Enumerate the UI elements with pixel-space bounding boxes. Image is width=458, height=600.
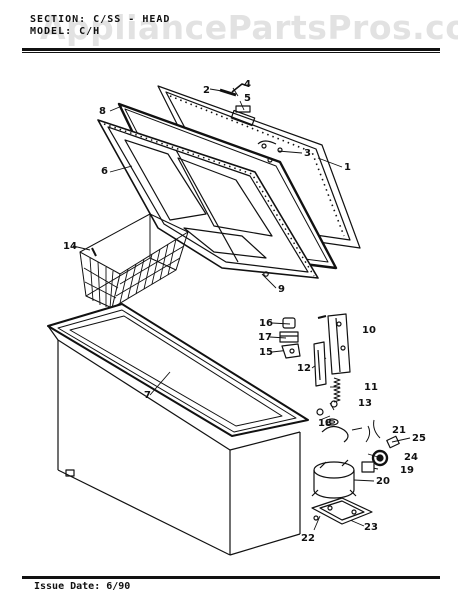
- callout-9: 9: [278, 284, 285, 295]
- compressor-part: [311, 459, 357, 499]
- base-plate-part: [311, 497, 373, 525]
- fan-assembly: [361, 449, 389, 473]
- issue-date: Issue Date: 6/90: [34, 581, 131, 592]
- lid-liner-part: [97, 119, 319, 279]
- callout-7: 7: [144, 390, 151, 401]
- callout-15: 15: [259, 347, 273, 358]
- callout-3: 3: [304, 148, 311, 159]
- callout-1: 1: [344, 162, 351, 173]
- callout-24: 24: [404, 452, 418, 463]
- callout-25: 25: [412, 433, 426, 444]
- callout-4: 4: [244, 79, 251, 90]
- washer-part: [330, 400, 338, 408]
- section-title: SECTION: C/SS - HEAD: [30, 14, 171, 25]
- wire-relay: [365, 419, 400, 449]
- footer-rule: [22, 576, 440, 579]
- callout-12: 12: [297, 363, 311, 374]
- header-rule: [22, 48, 440, 51]
- lid-hinge-screws: [257, 140, 283, 163]
- handle-lock-assembly: [219, 83, 251, 113]
- model-title: MODEL: C/H: [30, 26, 101, 37]
- callout-6: 6: [101, 166, 108, 177]
- basket-part: [79, 213, 189, 309]
- callout-22: 22: [301, 533, 315, 544]
- screw-9: [263, 271, 269, 277]
- screw-22: [313, 515, 319, 521]
- callout-18: 18: [318, 418, 332, 429]
- callout-8: 8: [99, 106, 106, 117]
- cabinet-part: [47, 303, 309, 556]
- callout-21: 21: [392, 425, 406, 436]
- header-rule-thin: [22, 52, 440, 53]
- grommet-part: [325, 418, 339, 426]
- spring-part: [333, 377, 341, 403]
- callout-20: 20: [376, 476, 390, 487]
- callout-17: 17: [258, 332, 272, 343]
- callout-19: 19: [400, 465, 414, 476]
- control-components: [279, 317, 301, 359]
- wire-loop: [321, 425, 349, 443]
- callout-16: 16: [259, 318, 273, 329]
- callout-14: 14: [63, 241, 77, 252]
- callout-13: 13: [358, 398, 372, 409]
- callout-23: 23: [364, 522, 378, 533]
- callout-11: 11: [364, 382, 378, 393]
- watermark-text: AppliancePartsPros.com: [40, 8, 458, 47]
- washer-part-2: [316, 408, 324, 416]
- callout-labels: 1 2 3 4 5 6 7 8 9 10 11 12 13 14 15 16 1…: [63, 79, 426, 544]
- hinge-bracket-assembly: [313, 313, 351, 387]
- callout-2: 2: [203, 85, 210, 96]
- callout-5: 5: [244, 93, 251, 104]
- callout-10: 10: [362, 325, 376, 336]
